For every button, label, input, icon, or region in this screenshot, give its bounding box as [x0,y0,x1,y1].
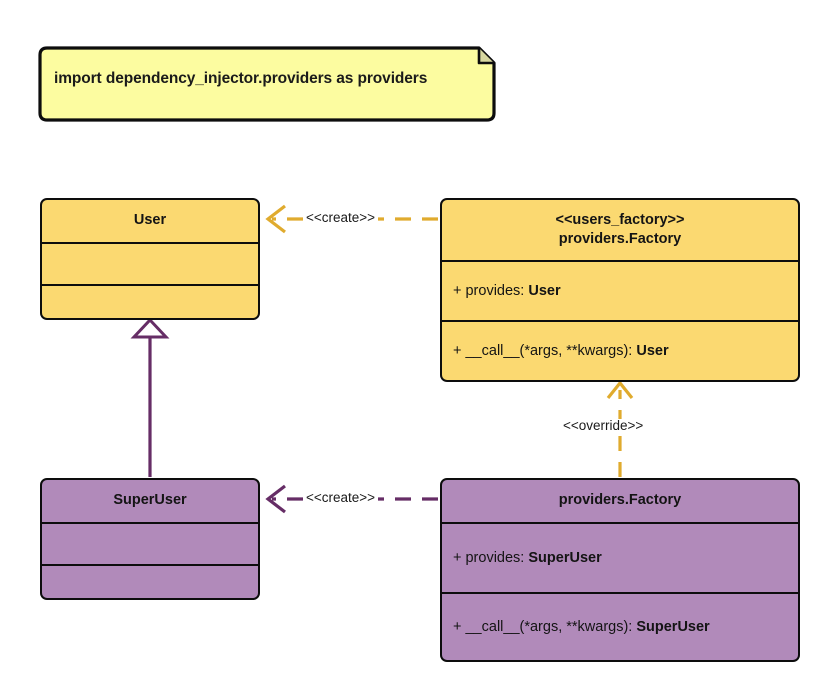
class-override-factory-title-compartment: providers.Factory [442,480,798,522]
attribute-type: SuperUser [528,550,602,566]
class-users-factory-attribute: + provides: User [453,283,561,299]
method-return-type: User [636,343,669,359]
class-superuser-methods-compartment [42,564,258,598]
attribute-type: User [528,283,561,299]
class-users-factory-title: providers.Factory [558,231,682,247]
class-override-factory-attribute: + provides: SuperUser [453,550,602,566]
class-override-factory-attributes-compartment: + provides: SuperUser [442,522,798,592]
attribute-prefix: + provides: [453,550,529,566]
class-override-factory-method: + __call__(*args, **kwargs): SuperUser [453,619,710,635]
method-return-type: SuperUser [636,619,710,635]
class-superuser-title: SuperUser [113,492,187,509]
class-box-user[interactable]: User [40,198,260,320]
note-text: import dependency_injector.providers as … [54,70,428,87]
class-users-factory-attributes-compartment: + provides: User [442,260,798,320]
edge-label-create-superuser: <<create>> [303,490,379,506]
class-user-title-compartment: User [42,200,258,242]
class-superuser-attributes-compartment [42,522,258,564]
class-users-factory-method: + __call__(*args, **kwargs): User [453,343,669,359]
class-user-methods-compartment [42,284,258,318]
edge-label-create-user: <<create>> [303,210,379,226]
note-shape [38,46,496,122]
class-users-factory-stereotype: <<users_factory>> [555,211,685,228]
class-override-factory-title: providers.Factory [558,492,682,509]
class-user-attributes-compartment [42,242,258,284]
method-prefix: + __call__(*args, **kwargs): [453,619,637,635]
class-user-title: User [133,212,167,229]
note-import: import dependency_injector.providers as … [38,42,500,122]
class-override-factory-methods-compartment: + __call__(*args, **kwargs): SuperUser [442,592,798,660]
edge-label-override: <<override>> [560,418,647,434]
edge-inheritance [130,317,170,477]
class-box-override-factory[interactable]: providers.Factory + provides: SuperUser … [440,478,800,662]
attribute-prefix: + provides: [453,283,529,299]
class-box-users-factory[interactable]: <<users_factory>> providers.Factory + pr… [440,198,800,382]
class-users-factory-methods-compartment: + __call__(*args, **kwargs): User [442,320,798,380]
class-box-superuser[interactable]: SuperUser [40,478,260,600]
class-superuser-title-compartment: SuperUser [42,480,258,522]
class-users-factory-title-compartment: <<users_factory>> providers.Factory [442,200,798,260]
method-prefix: + __call__(*args, **kwargs): [453,343,637,359]
